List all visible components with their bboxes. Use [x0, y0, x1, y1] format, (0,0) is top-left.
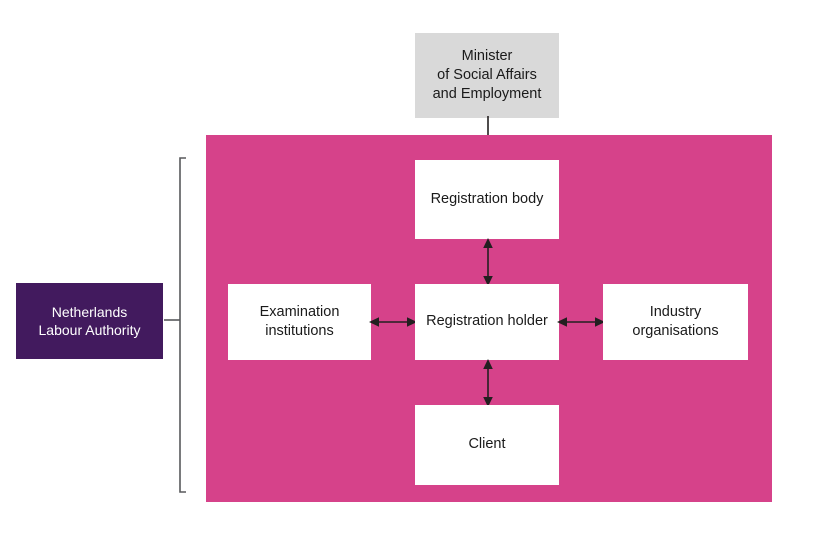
- node-minister-of-social-affairs-and-employment: Minister of Social Affairs and Employmen…: [415, 33, 559, 118]
- arrow-registration-body-to-registration-holder: [483, 238, 493, 286]
- node-examination-institutions: Examination institutions: [228, 284, 371, 360]
- arrow-registration-holder-to-client: [483, 359, 493, 407]
- node-netherlands-labour-authority: Netherlands Labour Authority: [16, 283, 163, 359]
- arrow-registration-holder-to-industry-organisations: [557, 317, 605, 327]
- node-registration-holder: Registration holder: [415, 284, 559, 360]
- node-client: Client: [415, 405, 559, 485]
- authority-scope-bracket: [164, 157, 186, 493]
- node-industry-organisations: Industry organisations: [603, 284, 748, 360]
- arrow-examination-institutions-to-registration-holder: [369, 317, 417, 327]
- node-registration-body: Registration body: [415, 160, 559, 239]
